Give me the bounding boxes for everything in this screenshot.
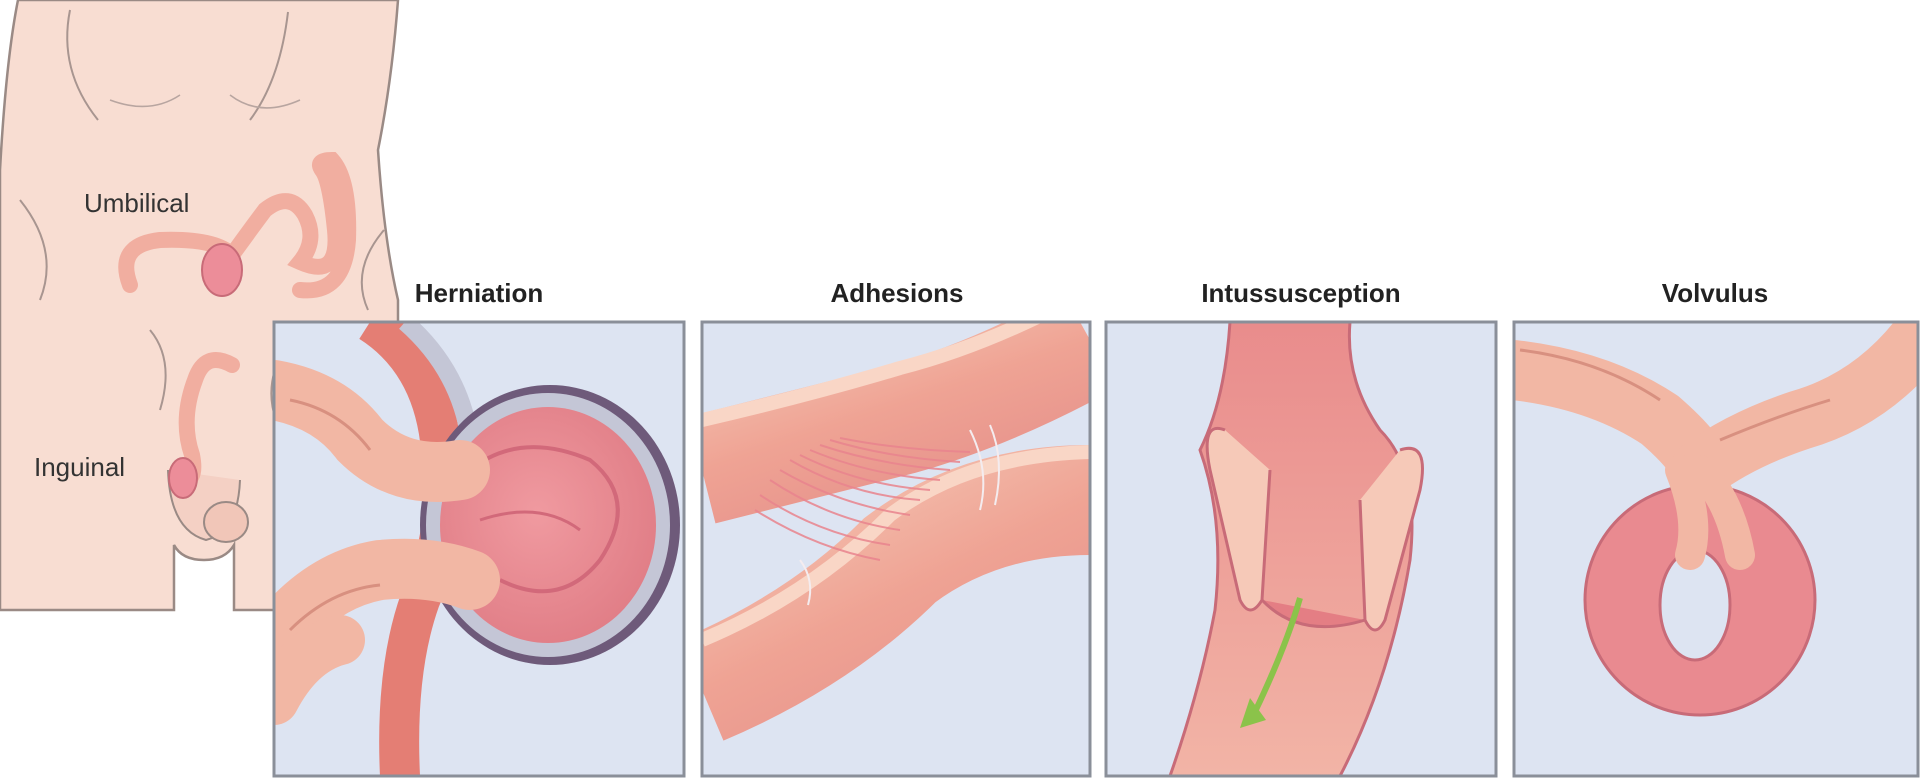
panel-herniation-art [274,322,684,776]
title-adhesions: Adhesions [702,278,1092,309]
label-inguinal: Inguinal [34,452,125,483]
panel-intussusception-art [1106,322,1496,776]
title-herniation: Herniation [284,278,674,309]
panel-volvulus-art [1514,322,1918,776]
label-umbilical: Umbilical [84,188,189,219]
panel-adhesions-art [702,290,1090,776]
title-intussusception: Intussusception [1106,278,1496,309]
title-volvulus: Volvulus [1520,278,1910,309]
